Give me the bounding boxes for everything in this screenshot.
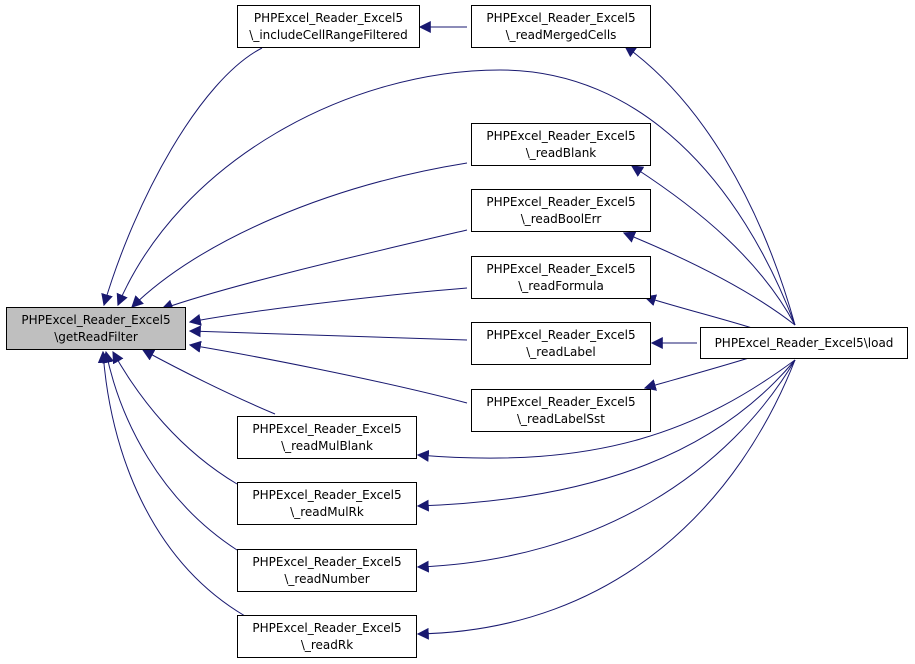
- node-readnumber-line2: \_readNumber: [284, 571, 370, 586]
- node-getreadfilter-line1: PHPExcel_Reader_Excel5: [21, 312, 171, 327]
- edge-readblank-to-getreadfilter: [131, 162, 468, 308]
- node-readmergedcells-line2: \_readMergedCells: [505, 27, 617, 42]
- edge-load-to-getreadfilter: [116, 69, 796, 326]
- node-readlabel-line1: PHPExcel_Reader_Excel5: [486, 327, 636, 342]
- edge-readlabelsst-to-getreadfilter: [188, 340, 468, 404]
- edge-load-to-readblank: [630, 165, 796, 326]
- node-load-label: PHPExcel_Reader_Excel5\load: [714, 335, 894, 350]
- edge-load-to-readlabelsst: [643, 356, 753, 391]
- node-readboolerr[interactable]: PHPExcel_Reader_Excel5 \_readBoolErr: [471, 189, 651, 232]
- edge-load-to-readmulrk: [416, 359, 796, 512]
- node-readmergedcells-line1: PHPExcel_Reader_Excel5: [486, 10, 636, 25]
- edge-readnumber-to-getreadfilter: [102, 350, 238, 551]
- edge-load-to-readformula: [643, 294, 753, 329]
- edge-load-to-readmulblank: [416, 359, 796, 462]
- edge-load-to-readrk: [416, 359, 796, 640]
- node-readmulrk[interactable]: PHPExcel_Reader_Excel5 \_readMulRk: [237, 482, 417, 525]
- node-readmulrk-line1: PHPExcel_Reader_Excel5: [252, 487, 402, 502]
- node-readmulblank-line1: PHPExcel_Reader_Excel5: [252, 421, 402, 436]
- node-readmergedcells[interactable]: PHPExcel_Reader_Excel5 \_readMergedCells: [471, 5, 651, 48]
- node-includecellrangefiltered[interactable]: PHPExcel_Reader_Excel5 \_includeCellRang…: [237, 5, 420, 48]
- node-readrk-line2: \_readRk: [300, 637, 354, 652]
- edge-readlabel-to-getreadfilter: [188, 325, 468, 341]
- node-readnumber[interactable]: PHPExcel_Reader_Excel5 \_readNumber: [237, 549, 417, 592]
- node-getreadfilter: PHPExcel_Reader_Excel5 \getReadFilter: [6, 307, 186, 350]
- node-readformula-line1: PHPExcel_Reader_Excel5: [486, 261, 636, 276]
- edge-includecellrange-to-getreadfilter: [101, 47, 263, 307]
- node-load[interactable]: PHPExcel_Reader_Excel5\load: [700, 327, 908, 359]
- edge-load-to-readboolerr: [622, 231, 796, 326]
- node-readboolerr-line1: PHPExcel_Reader_Excel5: [486, 194, 636, 209]
- node-readnumber-line1: PHPExcel_Reader_Excel5: [252, 554, 402, 569]
- node-readblank-line1: PHPExcel_Reader_Excel5: [486, 128, 636, 143]
- node-readrk-line1: PHPExcel_Reader_Excel5: [252, 620, 402, 635]
- node-includecellrangefiltered-line1: PHPExcel_Reader_Excel5: [253, 10, 404, 25]
- node-readblank[interactable]: PHPExcel_Reader_Excel5 \_readBlank: [471, 123, 651, 166]
- node-readmulrk-line2: \_readMulRk: [290, 504, 364, 519]
- node-readlabelsst-line2: \_readLabelSst: [516, 411, 605, 426]
- edge-readboolerr-to-getreadfilter: [160, 229, 468, 312]
- node-readformula[interactable]: PHPExcel_Reader_Excel5 \_readFormula: [471, 256, 651, 299]
- edge-readrk-to-getreadfilter: [97, 350, 246, 617]
- edge-readformula-to-getreadfilter: [188, 287, 468, 326]
- node-includecellrangefiltered-line2: \_includeCellRangeFiltered: [249, 27, 408, 42]
- node-readrk[interactable]: PHPExcel_Reader_Excel5 \_readRk: [237, 615, 417, 658]
- node-readlabelsst[interactable]: PHPExcel_Reader_Excel5 \_readLabelSst: [471, 389, 651, 432]
- edge-readmulrk-to-getreadfilter: [112, 350, 238, 485]
- node-readblank-line2: \_readBlank: [525, 145, 597, 160]
- node-readmulblank-line2: \_readMulBlank: [281, 438, 373, 453]
- edge-readmulblank-to-getreadfilter: [141, 349, 276, 415]
- edge-load-to-readnumber: [416, 359, 796, 573]
- edge-load-to-readmergedcells: [624, 45, 796, 326]
- node-readlabel-line2: \_readLabel: [526, 344, 596, 359]
- node-getreadfilter-line2: \getReadFilter: [54, 329, 138, 344]
- node-readmulblank[interactable]: PHPExcel_Reader_Excel5 \_readMulBlank: [237, 416, 417, 459]
- node-readboolerr-line2: \_readBoolErr: [520, 211, 602, 226]
- node-readlabelsst-line1: PHPExcel_Reader_Excel5: [486, 394, 636, 409]
- node-readlabel[interactable]: PHPExcel_Reader_Excel5 \_readLabel: [471, 322, 651, 365]
- node-readformula-line2: \_readFormula: [518, 278, 604, 293]
